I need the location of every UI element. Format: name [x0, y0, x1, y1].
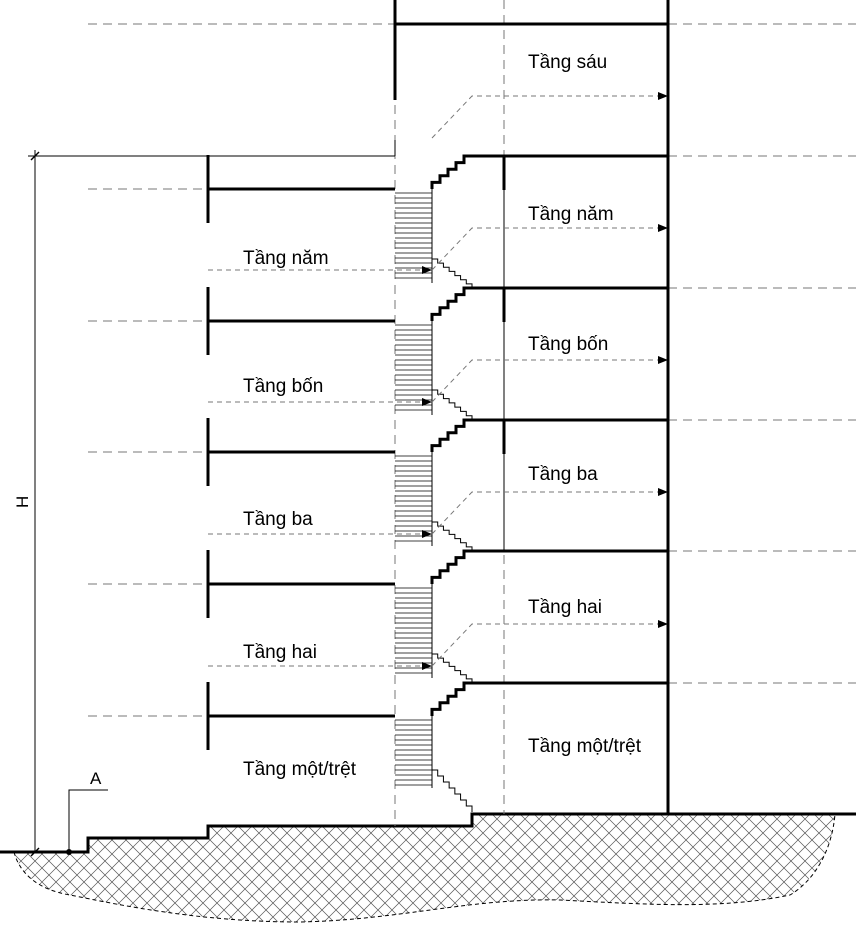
arrow-head — [422, 530, 432, 538]
arrow-head — [422, 398, 432, 406]
flow-arrow-line — [431, 491, 660, 535]
arrow-head — [658, 488, 668, 496]
stair-flight-down — [432, 653, 473, 683]
stair-flight-up — [430, 549, 472, 584]
arrow-head — [658, 356, 668, 364]
height-label: H — [13, 496, 32, 508]
left-floor-label: Tầng hai — [243, 642, 317, 663]
left-floor-label: Tầng một/trệt — [243, 759, 357, 780]
right-floor-label: Tầng một/trệt — [528, 736, 642, 757]
arrow-head — [658, 92, 668, 100]
stair-flight-up — [430, 154, 472, 189]
arrow-head — [422, 266, 432, 274]
left-floor-label: Tầng ba — [243, 509, 313, 530]
arrow-head — [658, 224, 668, 232]
right-floor-label: Tầng năm — [528, 204, 614, 225]
stair-flight-up — [430, 286, 472, 321]
left-floor-label: Tầng năm — [243, 248, 329, 269]
flow-arrow-line — [431, 95, 660, 139]
right-floor-label: Tầng ba — [528, 464, 598, 485]
stair-flight-down — [432, 258, 473, 288]
point-a-leader — [68, 789, 108, 852]
ground-soil — [13, 813, 836, 923]
arrow-head — [422, 662, 432, 670]
point-a-label: A — [90, 769, 102, 788]
ground-line — [0, 812, 856, 854]
stair-flight-down — [432, 389, 473, 420]
flow-arrow-line — [431, 227, 660, 271]
right-floor-label: Tầng bốn — [528, 334, 608, 355]
left-floor-label: Tầng bốn — [243, 376, 323, 397]
arrow-head — [658, 620, 668, 628]
stair-flight-up — [430, 418, 472, 452]
flow-arrow-line — [431, 359, 660, 403]
right-floor-label: Tầng hai — [528, 597, 602, 618]
building-structure — [88, 0, 856, 826]
flow-arrow-line — [431, 623, 660, 667]
height-dimension-tick — [30, 151, 40, 161]
stair-flight-down — [432, 521, 473, 551]
height-dimension-tick — [30, 847, 40, 857]
stair-flight-up — [430, 681, 472, 716]
stair-flight-down — [432, 769, 473, 812]
right-floor-label: Tầng sáu — [528, 52, 607, 73]
